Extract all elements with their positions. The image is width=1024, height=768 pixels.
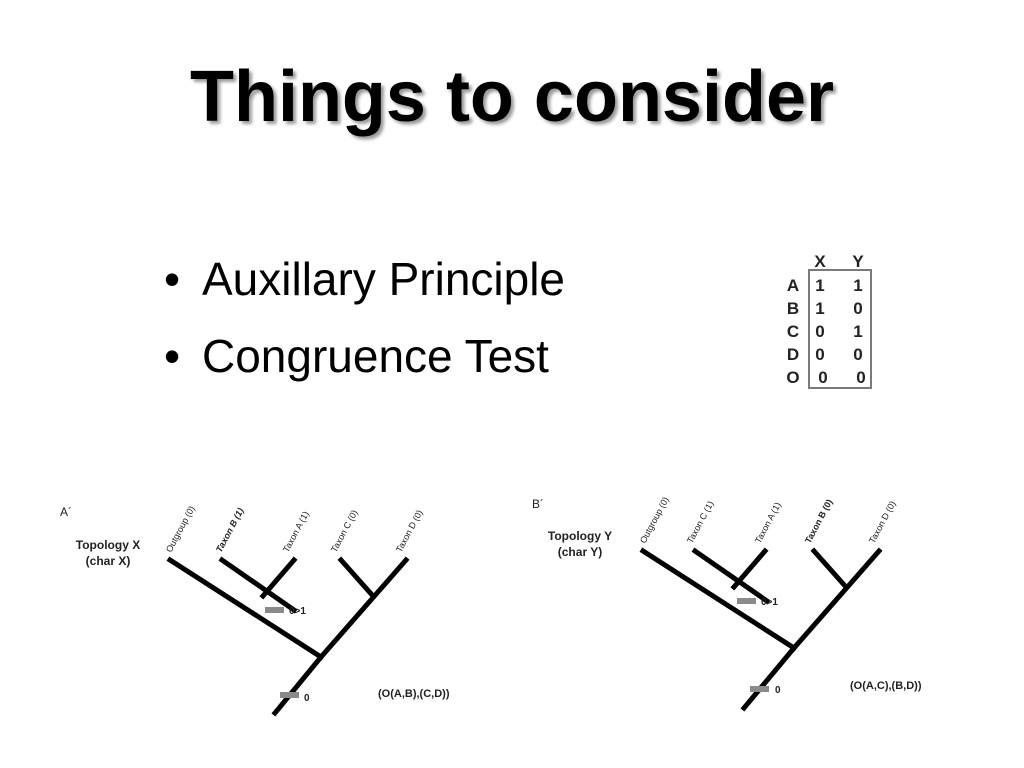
matrix-border — [808, 269, 872, 389]
matrix-cell: 0 — [815, 345, 825, 364]
matrix-cell: 0 — [853, 299, 863, 318]
tree-a-tip-label: Outgroup (0) — [164, 504, 197, 554]
tree-b-tip-label: Taxon A (1) — [753, 500, 783, 544]
tree-b-topology-label: Topology Y — [548, 529, 612, 543]
tree-a-branch-outgroup — [166, 556, 325, 661]
tree-b-branch-outgroup — [639, 547, 798, 652]
bullet-item: • Congruence Test — [164, 321, 565, 398]
tree-b-root-marker — [750, 686, 769, 692]
matrix-cell: 0 — [853, 345, 863, 364]
phylogenetic-trees: A´ Topology X (char X) 0>1 0 (O(A,B),(C,… — [60, 495, 922, 717]
tree-a-tip-label: Taxon C (0) — [329, 508, 360, 554]
matrix-column-header: X — [814, 252, 826, 271]
tree-a-tip-label: Taxon A (1) — [281, 509, 311, 553]
bullet-text: Auxillary Principle — [202, 253, 566, 305]
matrix-row-taxon: D — [786, 345, 800, 364]
matrix-row-taxon: B — [786, 299, 800, 318]
matrix-cell: 1 — [853, 322, 863, 341]
tree-a-branch-taxon-b — [218, 556, 298, 614]
tree-a-tip-label: Taxon D (0) — [394, 508, 425, 554]
matrix-row-taxon: O — [786, 368, 800, 387]
matrix-row-taxon: C — [786, 322, 800, 341]
slide-title: Things to consider — [189, 57, 835, 137]
matrix-cell: 1 — [853, 276, 863, 295]
tree-b-panel-label: B´ — [532, 497, 544, 511]
matrix-column-header: Y — [852, 252, 864, 271]
tree-a-change-marker — [265, 607, 284, 613]
tree-a-character-label: (char X) — [86, 554, 131, 568]
tree-a-branch-taxon-c — [337, 556, 377, 600]
tree-b-branch-taxon-d — [790, 547, 883, 652]
tree-b: B´ Topology Y (char Y) 0>1 0 (O(A,C),(B,… — [532, 495, 922, 712]
tree-b-change-label: 0>1 — [761, 597, 778, 608]
tree-b-root-label: 0 — [775, 685, 781, 696]
matrix-row-taxon: A — [786, 276, 800, 295]
tree-a-newick: (O(A,B),(C,D)) — [378, 688, 450, 700]
matrix-cell: 1 — [815, 299, 825, 318]
tree-a-branch-root — [271, 653, 325, 717]
matrix-cell: 0 — [818, 368, 828, 387]
tree-b-tip-label: Taxon B (0) — [803, 498, 835, 545]
tree-a-branches — [166, 556, 410, 717]
tree-b-branches — [639, 547, 883, 712]
bullet-list: • Auxillary Principle • Congruence Test — [164, 244, 565, 398]
matrix-cell: 0 — [856, 368, 866, 387]
bullet-text: Congruence Test — [202, 330, 549, 382]
tree-a-change-label: 0>1 — [289, 606, 306, 617]
matrix-cell: 0 — [815, 322, 825, 341]
character-matrix: X Y A 1 1 B 1 0 C 0 1 D 0 0 O 0 0 — [780, 252, 880, 392]
tree-a-branch-taxon-d — [317, 556, 410, 661]
tree-a-branch-taxon-a — [259, 556, 298, 600]
bullet-dot-icon: • — [164, 330, 181, 382]
tree-a-root-marker — [280, 692, 299, 698]
tree-b-character-label: (char Y) — [558, 545, 602, 559]
tree-a-tip-label: Taxon B (1) — [214, 506, 246, 554]
tree-b-tip-label: Outgroup (0) — [638, 495, 671, 545]
tree-b-newick: (O(A,C),(B,D)) — [850, 680, 922, 692]
tree-b-tip-label: Taxon D (0) — [867, 499, 898, 545]
bullet-dot-icon: • — [164, 253, 181, 305]
tree-a-topology-label: Topology X — [76, 538, 140, 552]
tree-a-root-label: 0 — [304, 693, 310, 704]
tree-b-branch-root — [740, 644, 798, 712]
tree-b-branch-taxon-b — [810, 547, 850, 591]
tree-b-branch-taxon-a — [730, 547, 769, 591]
matrix-cell: 1 — [815, 276, 825, 295]
tree-b-branch-taxon-c — [691, 547, 771, 605]
tree-a: A´ Topology X (char X) 0>1 0 (O(A,B),(C,… — [60, 504, 450, 717]
tree-b-tip-label: Taxon C (1) — [685, 499, 716, 545]
bullet-item: • Auxillary Principle — [164, 244, 565, 321]
tree-a-panel-label: A´ — [60, 505, 72, 519]
tree-b-change-marker — [737, 598, 756, 604]
